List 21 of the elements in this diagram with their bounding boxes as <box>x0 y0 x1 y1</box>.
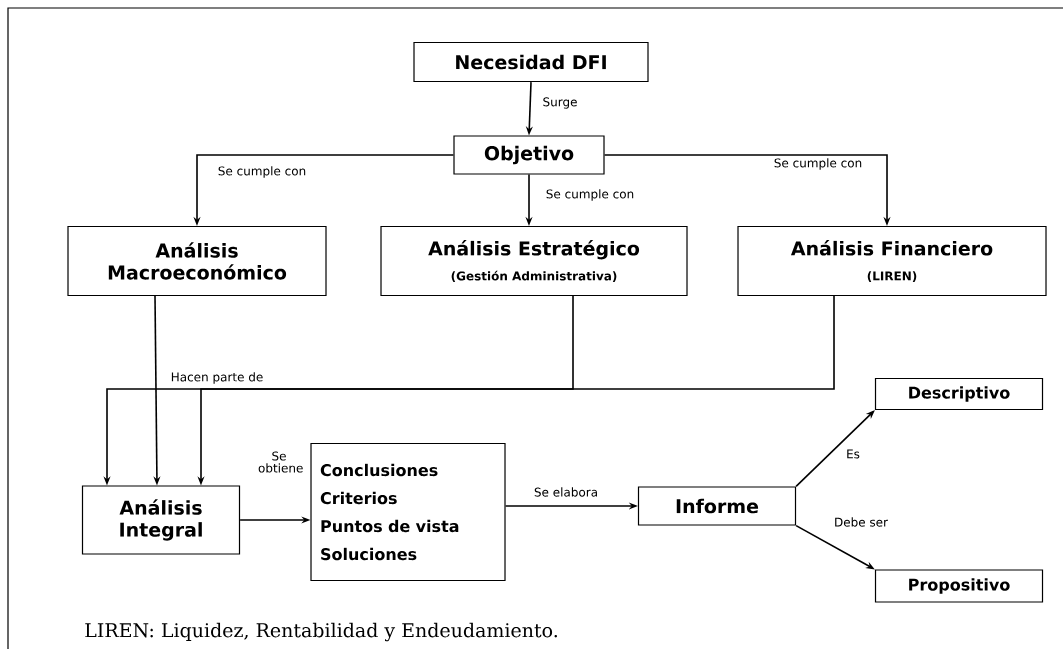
caption: LIREN: Liquidez, Rentabilidad y Endeudamiento. <box>85 622 557 642</box>
concept-box: Descriptivo <box>874 377 1044 411</box>
edge-label: Es <box>844 448 862 460</box>
edge-label: Se elabora <box>532 485 600 499</box>
edge-label: Se obtiene <box>256 449 303 475</box>
concept-box: Informe <box>637 486 797 526</box>
concept-box: Conclusiones Criterios Puntos de vista Soluciones <box>310 442 506 582</box>
concept-box: Objetivo <box>453 135 605 175</box>
edge-label: Hacen parte de <box>169 370 265 386</box>
concept-box: Análisis Macroeconómico <box>67 225 327 297</box>
edge-label: Se cumple con <box>544 187 636 203</box>
edge-label: Se cumple con <box>216 164 308 180</box>
edge-label: Se cumple con <box>772 156 864 172</box>
edge-label: Debe ser <box>832 515 890 529</box>
edge-label: Surge <box>541 95 579 111</box>
concept-box: Análisis Estratégico (Gestión Administrativa) <box>380 225 688 297</box>
concept-box: Propositivo <box>874 569 1044 603</box>
concept-box: Análisis Integral <box>81 485 241 555</box>
arrow <box>795 410 875 488</box>
concept-box: Análisis Financiero (LIREN) <box>737 225 1047 297</box>
concept-box: Necesidad DFI <box>413 41 649 83</box>
